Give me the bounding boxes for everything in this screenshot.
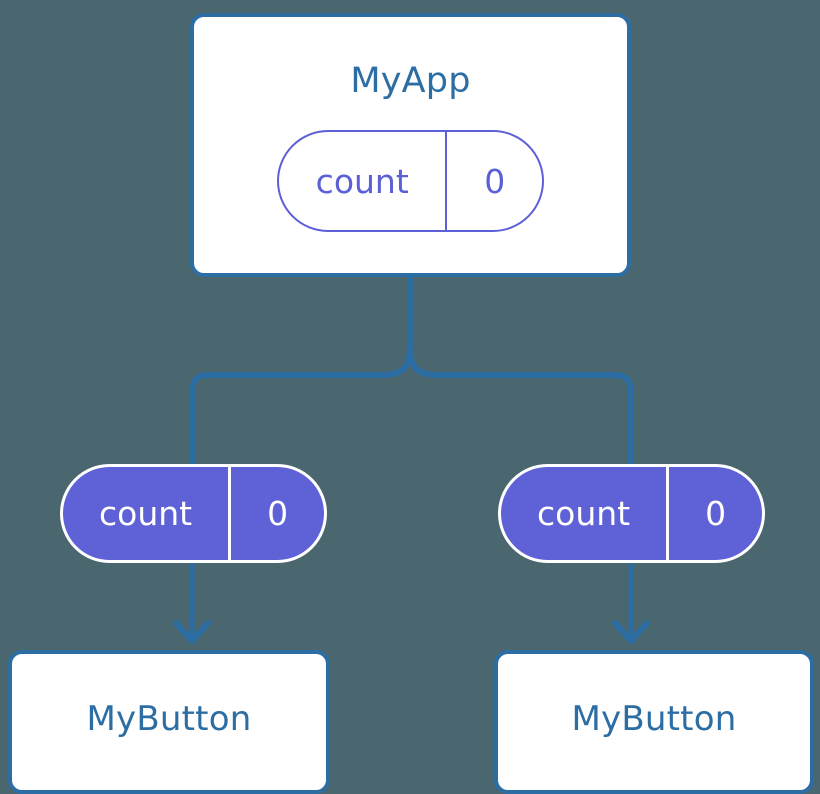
state-pill-myapp[interactable]: count 0 [277,130,544,232]
component-box-myapp[interactable]: MyApp [190,13,631,277]
prop-pill-value: 0 [267,494,289,533]
connector-branch-left [189,277,413,466]
prop-pill-key: count [63,467,232,560]
prop-pill-left[interactable]: count 0 [60,464,327,563]
component-label-mybutton: MyButton [86,699,252,739]
component-box-mybutton-right[interactable]: MyButton [494,650,814,794]
component-box-mybutton-left[interactable]: MyButton [8,650,330,794]
component-label-mybutton: MyButton [571,699,737,739]
diagram-canvas: MyApp count 0 count 0 count 0 MyButton M… [8,13,814,794]
component-label-myapp: MyApp [350,61,471,101]
prop-pill-right[interactable]: count 0 [498,464,765,563]
arrow-head-right [612,620,650,644]
prop-pill-key: count [501,467,670,560]
connector-branch-right [407,277,634,466]
arrow-head-left [173,620,211,644]
state-pill-key: count [279,132,448,230]
prop-pill-value: 0 [705,494,727,533]
state-pill-value: 0 [484,161,506,201]
